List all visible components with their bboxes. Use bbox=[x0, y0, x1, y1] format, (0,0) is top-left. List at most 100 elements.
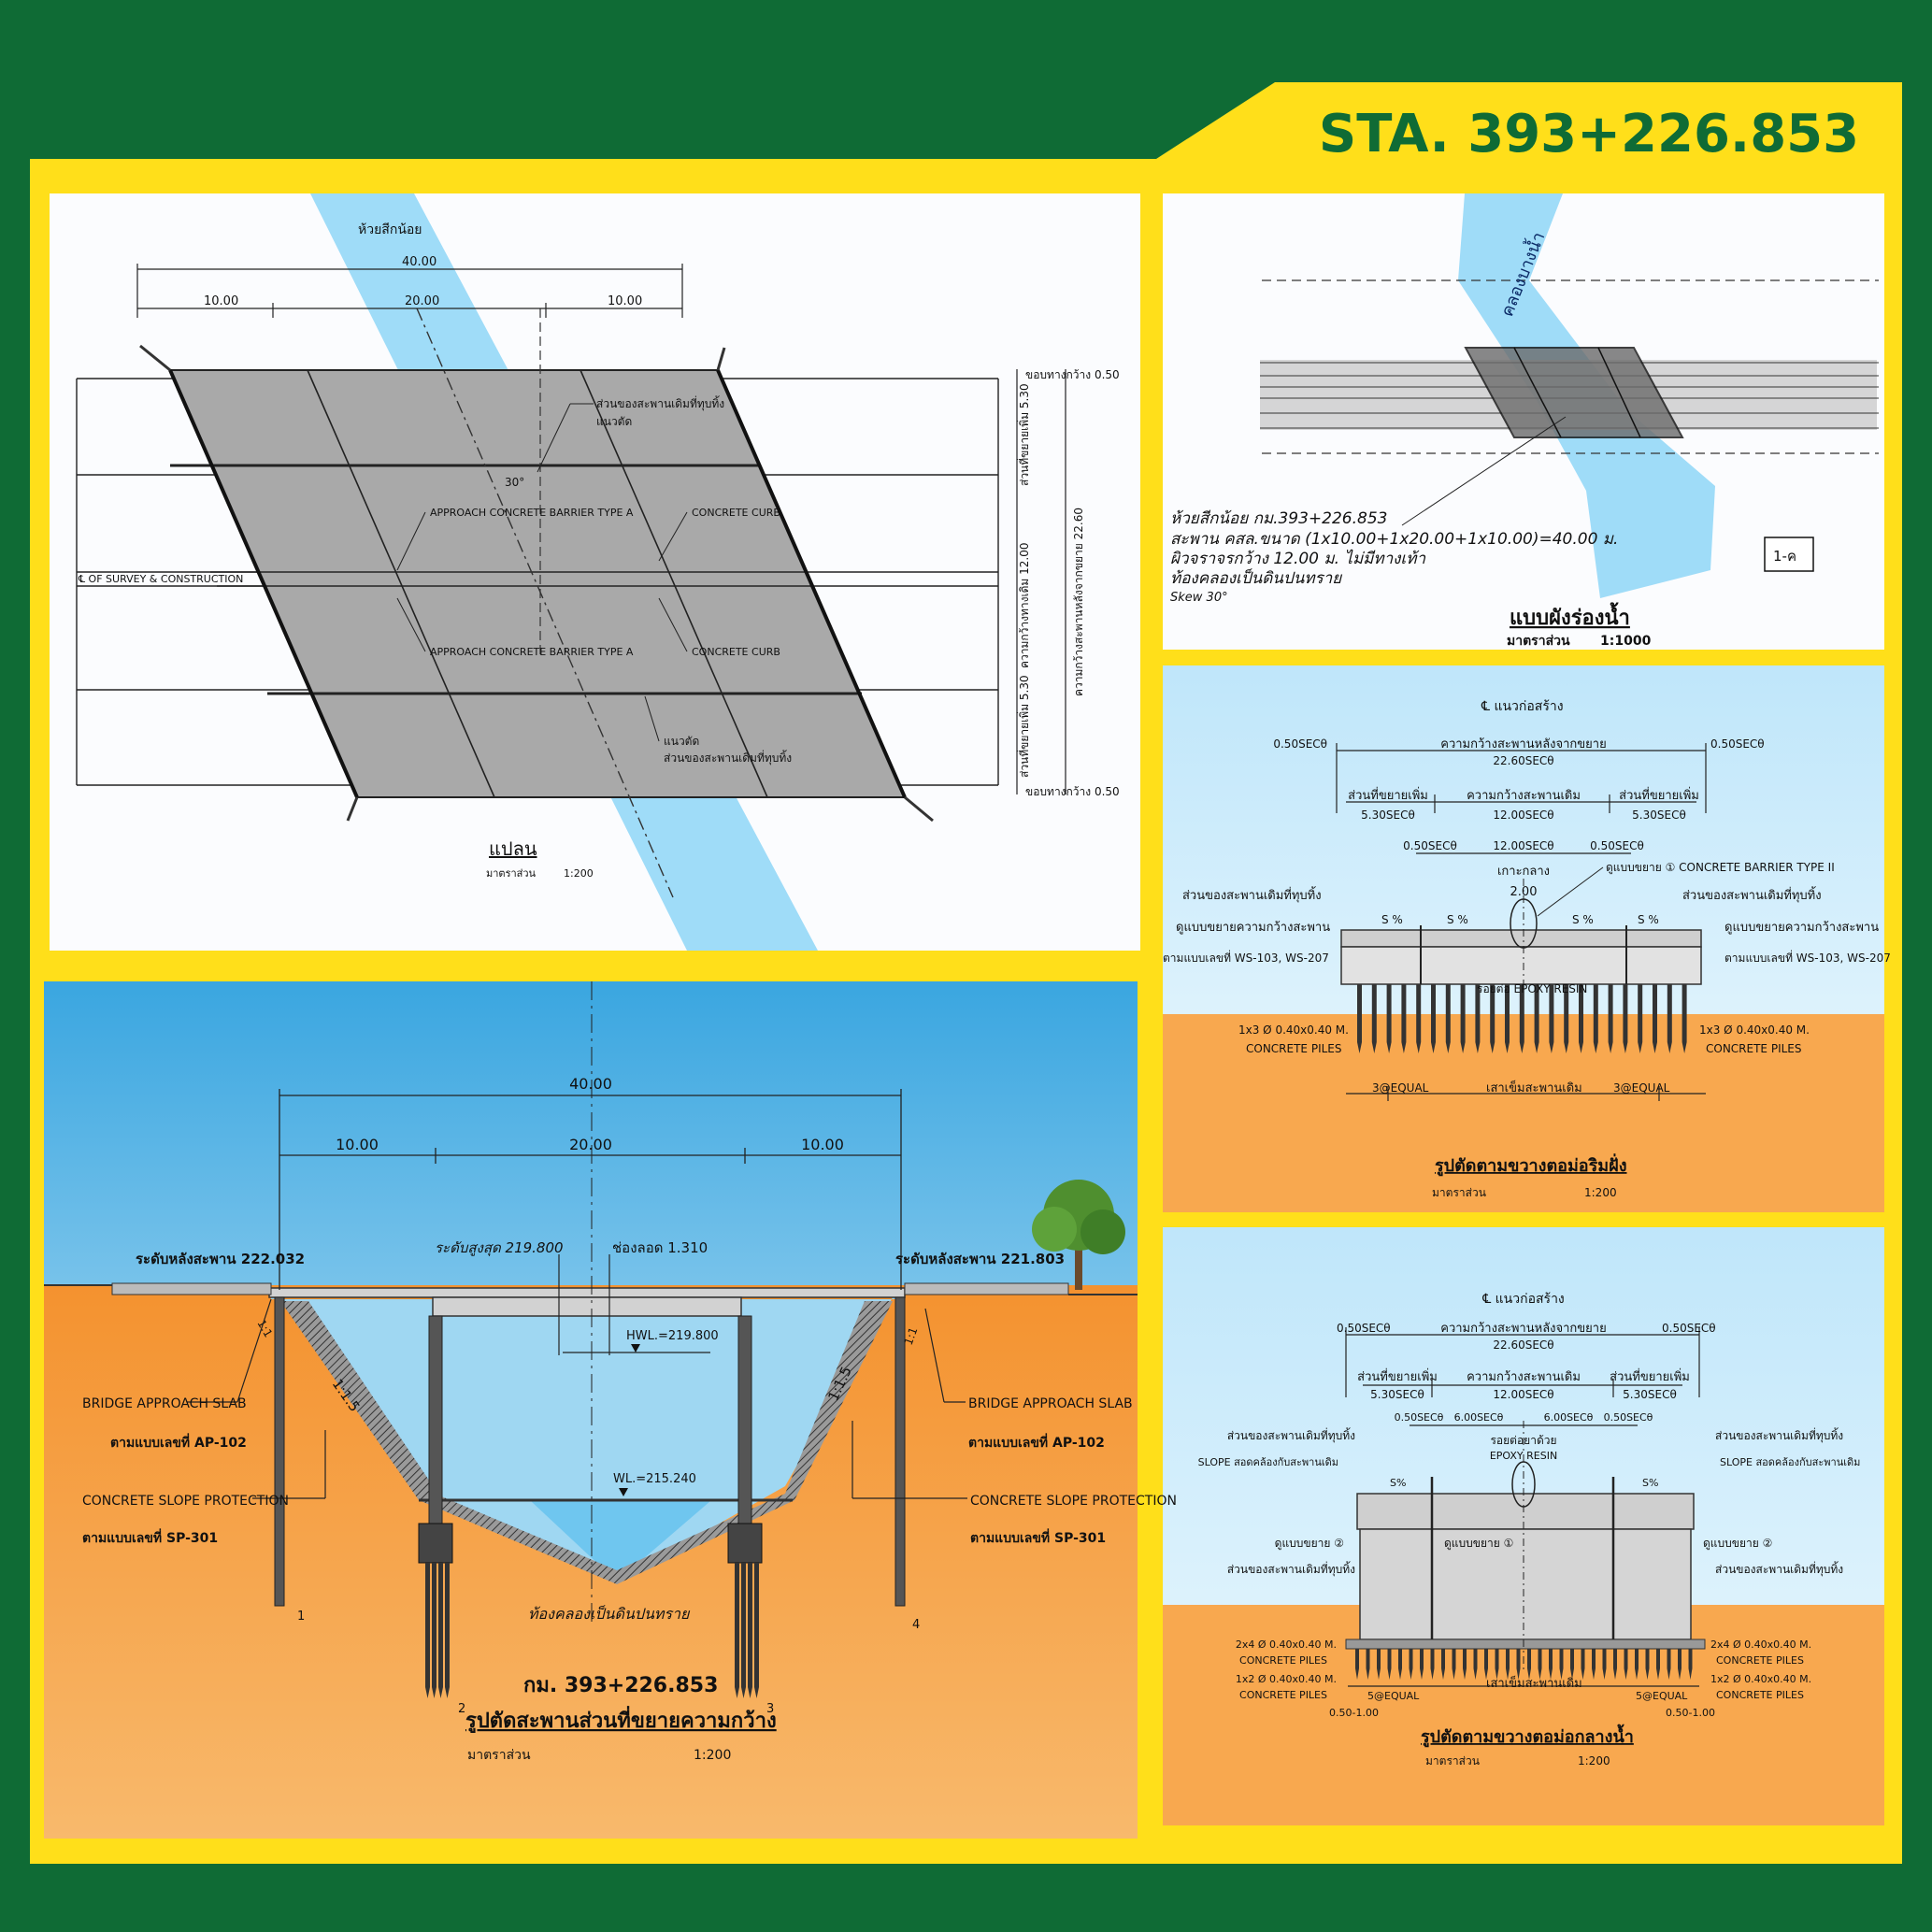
pier-pile bbox=[1538, 1649, 1542, 1668]
abutment-pile bbox=[1653, 984, 1657, 1042]
abutment-pile-tip bbox=[1534, 1042, 1539, 1053]
abutment-pile-tip bbox=[1638, 1042, 1643, 1053]
pier-pile bbox=[1420, 1649, 1424, 1668]
abutment-pile bbox=[1505, 984, 1510, 1042]
pier-remove-r2: ส่วนของสะพานเดิมที่ทุบทิ้ง bbox=[1715, 1561, 1843, 1577]
pier-pile bbox=[1452, 1649, 1456, 1668]
plan-cut-bottom: แนวตัด bbox=[664, 735, 699, 748]
pier-title: รูปตัดตามขวางตอม่อกลางน้ำ bbox=[1421, 1724, 1634, 1748]
plan-curb-bottom: CONCRETE CURB bbox=[692, 646, 780, 658]
abutment-pile-tip bbox=[1371, 1042, 1377, 1053]
abutment-detail-l1: ดูแบบขยายความกว้างสะพาน bbox=[1176, 921, 1330, 935]
abutment-pile bbox=[1371, 984, 1377, 1042]
section-deck-left: ระดับหลังสะพาน 222.032 bbox=[136, 1251, 305, 1267]
waterway-bridge bbox=[1464, 347, 1684, 438]
abutment-remove-r: ส่วนของสะพานเดิมที่ทุบทิ้ง bbox=[1682, 886, 1822, 903]
pier-pile bbox=[1613, 1649, 1617, 1668]
pier-eq-mid: เสาเข็มสะพานเดิม bbox=[1486, 1674, 1582, 1691]
plan-orig-width: ความกว้างทางเดิม 12.00 bbox=[1018, 543, 1031, 669]
abutment-pile bbox=[1431, 984, 1436, 1042]
section-pier-pile bbox=[741, 1563, 746, 1687]
pier-pile-tip bbox=[1409, 1668, 1413, 1680]
plan-total-width: ความกว้างสะพานหลังจากขยาย 22.60 bbox=[1072, 508, 1085, 696]
abutment-pile-tip bbox=[1593, 1042, 1598, 1053]
waterway-box-label: 1-ค bbox=[1773, 548, 1796, 565]
pier-pile-tip bbox=[1473, 1668, 1478, 1680]
section-high-level: ระดับสูงสุด 219.800 bbox=[435, 1239, 564, 1256]
section-support2: 2 bbox=[458, 1702, 465, 1716]
pier-scale-label: มาตราส่วน bbox=[1425, 1754, 1480, 1767]
abutment-slope-r: S % bbox=[1638, 913, 1659, 926]
pier-det1: ดูแบบขยาย ① bbox=[1444, 1537, 1513, 1551]
pier-pile-tip bbox=[1484, 1668, 1488, 1680]
section-protect-r1: CONCRETE SLOPE PROTECTION bbox=[970, 1494, 1177, 1509]
section-dim-span3: 10.00 bbox=[801, 1136, 844, 1153]
plan-dim-span2: 20.00 bbox=[405, 294, 439, 308]
abutment-pile bbox=[1623, 984, 1628, 1042]
abutment-epoxy: รอยต่อ EPOXY RESIN bbox=[1477, 982, 1587, 995]
pier-pile-tip bbox=[1624, 1668, 1628, 1680]
section-pier-pile-tip bbox=[425, 1687, 430, 1698]
abutment-pile-tip bbox=[1564, 1042, 1569, 1053]
abutment-widen-r: ส่วนที่ขยายเพิ่ม bbox=[1619, 787, 1699, 803]
abutment-pile-tip bbox=[1401, 1042, 1407, 1053]
waterway-title: แบบผังร่องน้ำ bbox=[1510, 602, 1630, 630]
section-pier-pile bbox=[438, 1563, 443, 1687]
pier-pile-tip bbox=[1667, 1668, 1671, 1680]
plan-dim-span1: 10.00 bbox=[204, 294, 238, 308]
abutment-pile bbox=[1579, 984, 1583, 1042]
pier-s-r: S% bbox=[1642, 1477, 1658, 1489]
section-scale-label: มาตราส่วน bbox=[467, 1748, 531, 1763]
pier-left-edge: 0.50SECθ bbox=[1337, 1322, 1391, 1335]
abutment-scale-value: 1:200 bbox=[1584, 1186, 1617, 1199]
abutment-cl: ℄ แนวก่อสร้าง bbox=[1481, 699, 1564, 714]
plan-title: แปลน bbox=[489, 837, 537, 860]
pier-total-value: 22.60SECθ bbox=[1493, 1338, 1553, 1352]
abutment-pile-tip bbox=[1445, 1042, 1451, 1053]
pier-pile-tip bbox=[1527, 1668, 1531, 1680]
abutment-widen-l-value: 5.30SECθ bbox=[1361, 809, 1415, 822]
pier-pile-tip bbox=[1377, 1668, 1381, 1680]
abutment-inner-mid: 12.00SECθ bbox=[1493, 839, 1553, 852]
pier-pile bbox=[1484, 1649, 1488, 1668]
abutment-scale-label: มาตราส่วน bbox=[1432, 1186, 1486, 1199]
abutment-eq-r: 3@EQUAL bbox=[1613, 1081, 1670, 1095]
abutment-pile-tip bbox=[1682, 1042, 1687, 1053]
pier-panel: ℄ แนวก่อสร้าง 0.50SECθ 0.50SECθ ความกว้า… bbox=[1163, 1227, 1884, 1825]
abutment-pile bbox=[1445, 984, 1451, 1042]
pier-pile bbox=[1398, 1649, 1402, 1668]
abutment-piles-l2: CONCRETE PILES bbox=[1246, 1042, 1342, 1055]
pier-pile bbox=[1592, 1649, 1596, 1668]
plan-widen-bottom: ส่วนที่ขยายเพิ่ม 5.30 bbox=[1016, 675, 1031, 778]
section-dim-total: 40.00 bbox=[569, 1075, 612, 1093]
pier-pile-tip bbox=[1506, 1668, 1510, 1680]
abutment-widen-r-value: 5.30SECθ bbox=[1632, 809, 1686, 822]
plan-dim-total: 40.00 bbox=[402, 255, 436, 269]
abutment-total: ความกว้างสะพานหลังจากขยาย bbox=[1440, 737, 1606, 751]
abutment-eq-mid: เสาเข็มสะพานเดิม bbox=[1486, 1079, 1582, 1095]
abutment-pile bbox=[1564, 984, 1569, 1042]
abutment-slope-ml: S % bbox=[1447, 913, 1468, 926]
plan-dimensions bbox=[136, 264, 683, 318]
plan-panel: ห้วยสีกน้อย 40.00 10.00 20.00 10.00 ส่วน… bbox=[50, 193, 1140, 951]
pier-pile bbox=[1656, 1649, 1660, 1668]
abutment-pile bbox=[1608, 984, 1613, 1042]
abutment-pile-tip bbox=[1416, 1042, 1422, 1053]
pier-off-r: 0.50-1.00 bbox=[1666, 1707, 1715, 1719]
pier-inner-mr: 6.00SECθ bbox=[1544, 1411, 1594, 1424]
abutment-inner-l: 0.50SECθ bbox=[1403, 839, 1457, 852]
section-pier-pile-tip bbox=[445, 1687, 450, 1698]
pier-right-edge: 0.50SECθ bbox=[1662, 1322, 1716, 1335]
pier-pile bbox=[1635, 1649, 1639, 1668]
pier-pile bbox=[1355, 1649, 1359, 1668]
pier-widen-r-value: 5.30SECθ bbox=[1623, 1388, 1677, 1401]
pier-pile-tip bbox=[1366, 1668, 1370, 1680]
section-protect-r2: ตามแบบเลขที่ SP-301 bbox=[970, 1528, 1106, 1546]
abutment-orig: ความกว้างสะพานเดิม bbox=[1467, 789, 1581, 803]
section-approach-l1: BRIDGE APPROACH SLAB bbox=[82, 1396, 247, 1411]
section-pier-pile-tip bbox=[432, 1687, 436, 1698]
abutment-pile bbox=[1638, 984, 1643, 1042]
section-support4: 4 bbox=[912, 1618, 920, 1632]
section-support1: 1 bbox=[297, 1610, 305, 1624]
